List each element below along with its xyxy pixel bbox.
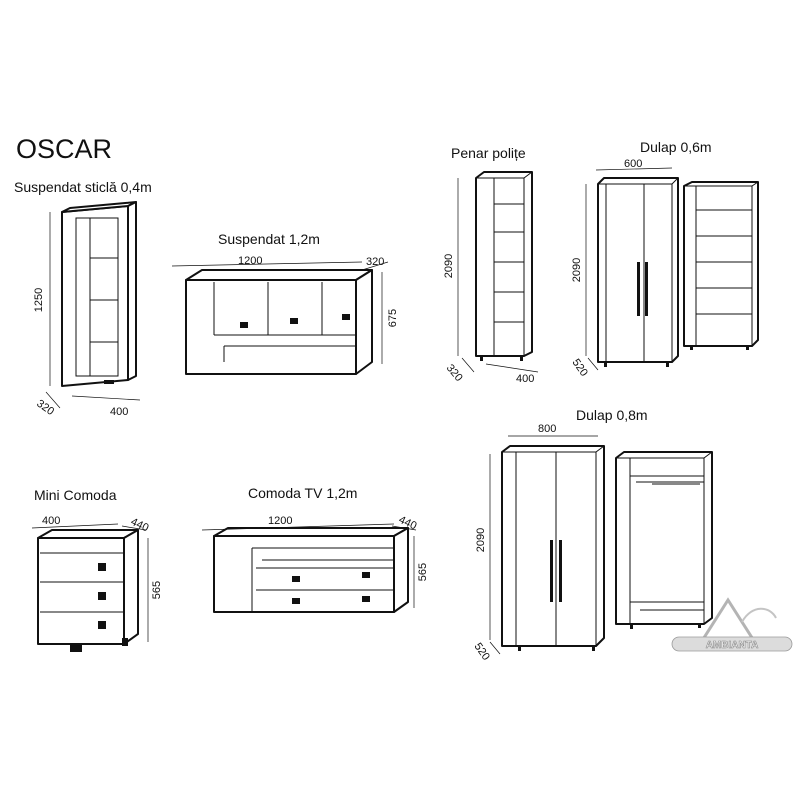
wardrobe-open-shelves-drawing xyxy=(683,181,759,350)
dim-line-depth xyxy=(461,357,475,373)
item-mini-comoda: Mini Comoda 400 440 565 xyxy=(31,487,163,652)
dim-depth: 320 xyxy=(444,362,465,384)
item-dulap-0-8: Dulap 0,8m 800 xyxy=(472,407,713,663)
dim-width: 400 xyxy=(42,515,60,527)
dim-line-width xyxy=(595,167,673,171)
item-dulap-0-6: Dulap 0,6m 600 xyxy=(570,139,759,379)
dim-line-width xyxy=(31,523,119,529)
item-penar-polite: Penar polițe 2090 320 400 xyxy=(443,145,539,385)
tv-stand-drawing xyxy=(213,527,409,613)
item-label: Mini Comoda xyxy=(34,487,117,503)
dim-line-depth xyxy=(121,525,147,531)
dim-height: 675 xyxy=(387,309,399,327)
dim-height: 565 xyxy=(151,581,163,599)
ambianta-logo-icon: AMBIANTA xyxy=(671,597,793,652)
item-label: Dulap 0,6m xyxy=(640,139,712,155)
dim-height: 2090 xyxy=(475,528,487,552)
item-label: Dulap 0,8m xyxy=(576,407,648,423)
item-label: Suspendat sticlă 0,4m xyxy=(14,179,152,195)
dim-line-width xyxy=(71,395,141,401)
dim-height: 1250 xyxy=(33,288,45,312)
dim-height: 2090 xyxy=(571,258,583,282)
item-comoda-tv: Comoda TV 1,2m 1200 440 565 xyxy=(201,485,429,613)
dim-width: 400 xyxy=(516,373,534,385)
dresser-drawing xyxy=(37,529,139,652)
watermark-text: AMBIANTA xyxy=(706,640,759,651)
dim-line-depth xyxy=(587,357,599,371)
dim-height: 565 xyxy=(417,563,429,581)
dim-depth: 320 xyxy=(366,256,384,268)
cabinet-drawing xyxy=(475,171,533,361)
cabinet-drawing xyxy=(185,269,373,375)
wardrobe-closed-drawing xyxy=(597,177,679,367)
wardrobe-open-interior-drawing xyxy=(615,451,713,629)
dim-line-width xyxy=(485,363,539,373)
dim-line-width xyxy=(201,523,395,531)
dim-line-depth xyxy=(391,525,417,531)
cabinet-drawing xyxy=(61,201,137,387)
item-label: Penar polițe xyxy=(451,145,526,161)
dim-line-depth xyxy=(361,261,389,271)
item-label: Suspendat 1,2m xyxy=(218,231,320,247)
dim-line-depth xyxy=(489,641,501,655)
diagram-title: OSCAR xyxy=(16,134,112,164)
dim-height: 2090 xyxy=(443,254,455,278)
dim-line-depth xyxy=(45,391,61,409)
dim-depth: 520 xyxy=(570,357,590,379)
wardrobe-closed-drawing xyxy=(501,445,605,651)
dim-width: 1200 xyxy=(268,515,292,527)
item-suspendat-1-2: Suspendat 1,2m 1200 320 675 xyxy=(171,231,399,375)
dim-depth: 520 xyxy=(472,641,492,663)
dim-line-width xyxy=(171,261,363,267)
dim-width: 600 xyxy=(624,158,642,170)
item-suspendat-sticla: Suspendat sticlă 0,4m 1250 320 400 xyxy=(14,179,152,418)
dim-width: 400 xyxy=(110,406,128,418)
item-label: Comoda TV 1,2m xyxy=(248,485,357,501)
dim-width: 800 xyxy=(538,423,556,435)
dim-depth: 320 xyxy=(34,398,56,418)
dim-width: 1200 xyxy=(238,255,262,267)
